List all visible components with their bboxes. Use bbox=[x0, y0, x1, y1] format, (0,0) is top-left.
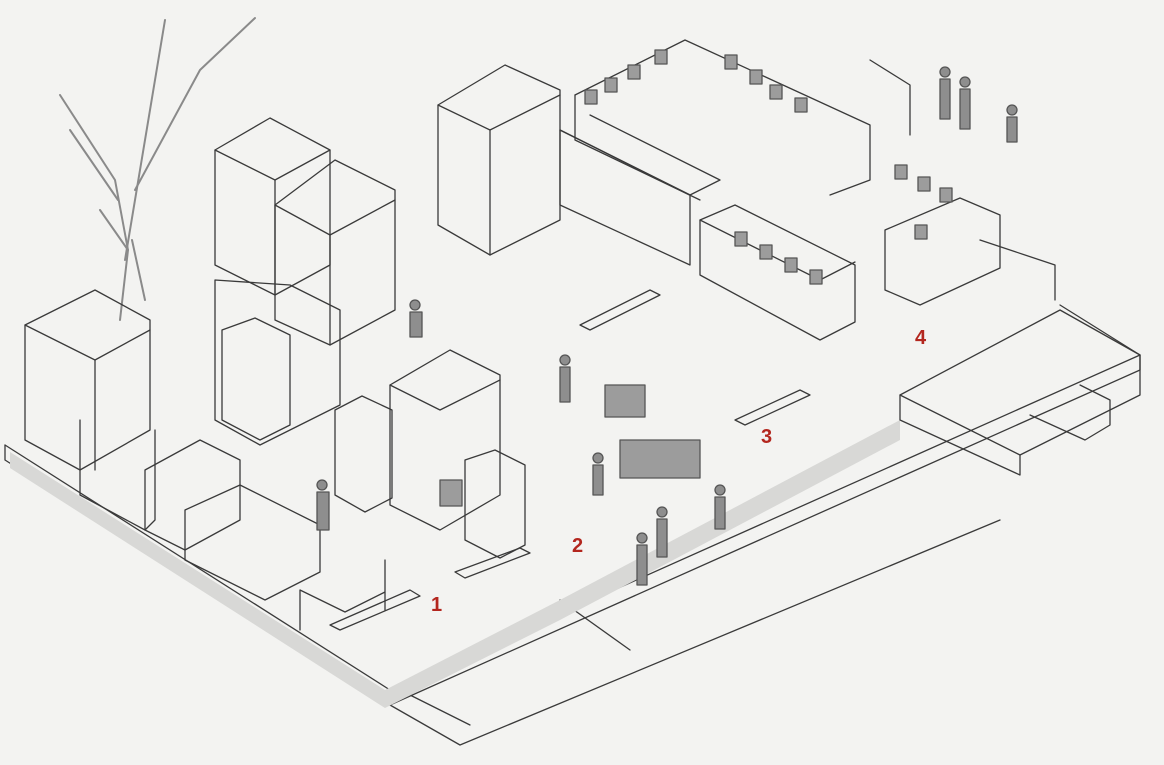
zone-label-2: 2 bbox=[572, 535, 584, 557]
zone-label-3: 3 bbox=[761, 426, 773, 448]
zone-label-1: 1 bbox=[431, 594, 443, 616]
zone-3-block bbox=[437, 64, 856, 341]
zone-1-rooms bbox=[24, 117, 526, 631]
floor-slab bbox=[4, 304, 1141, 746]
floor-markers bbox=[329, 289, 811, 631]
monitors bbox=[439, 49, 953, 507]
tree bbox=[59, 17, 256, 321]
figures bbox=[316, 66, 1018, 586]
zone-label-4: 4 bbox=[915, 327, 927, 349]
base-shading bbox=[10, 420, 900, 708]
zone-4-lab bbox=[574, 39, 1141, 476]
